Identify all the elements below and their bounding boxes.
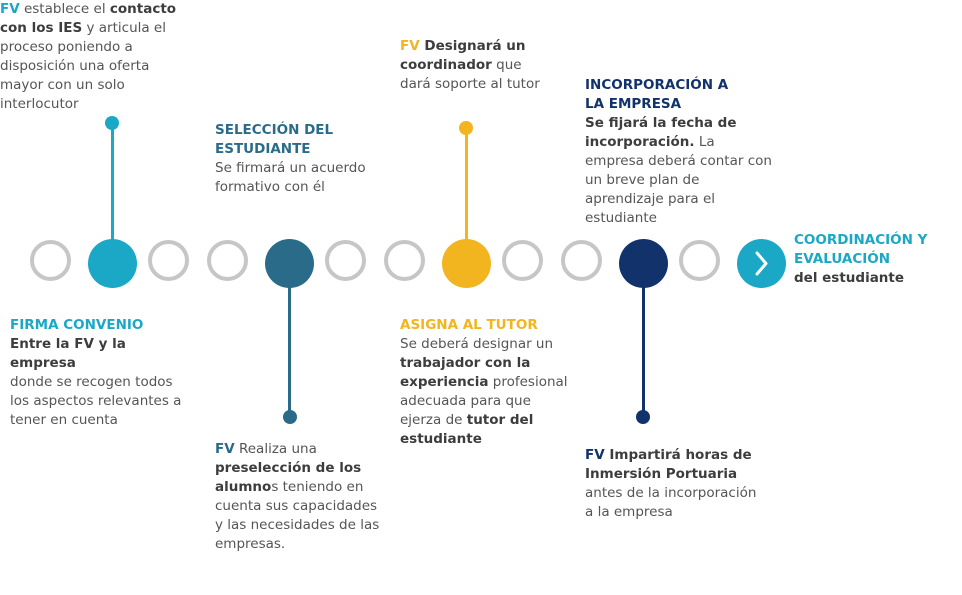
timeline-node-incorporacion	[619, 239, 668, 288]
stem-dot-inmersion	[636, 410, 650, 424]
timeline-ring-5	[384, 240, 425, 281]
stem-dot-preseleccion	[283, 410, 297, 424]
step-title: COORDINACIÓN Y EVALUACIÓN	[794, 232, 928, 267]
chevron-right-icon	[755, 251, 768, 276]
step-title: SELECCIÓN DEL ESTUDIANTE	[215, 122, 334, 157]
stem-coordinador	[465, 130, 468, 244]
step-title: ASIGNA AL TUTOR	[400, 317, 538, 333]
timeline-node-asigna	[442, 239, 491, 288]
stem-preseleccion	[288, 282, 291, 416]
step-incorporacion-empresa: INCORPORACIÓN A LA EMPRESA Se fijará la …	[585, 77, 772, 226]
step-coordinador: FV Designará un coordinador que dará sop…	[400, 38, 540, 92]
timeline-ring-4	[325, 240, 366, 281]
timeline-ring-2	[148, 240, 189, 281]
step-firma-convenio: FIRMA CONVENIO Entre la FV y la empresa …	[10, 316, 192, 430]
stem-dot-coordinador	[459, 121, 473, 135]
step-inmersion-portuaria: FV Impartirá horas de Inmersión Portuari…	[585, 447, 757, 520]
timeline-node-coordinacion	[737, 239, 786, 288]
step-coordinacion-evaluacion: COORDINACIÓN Y EVALUACIÓN del estudiante	[794, 231, 954, 288]
timeline-node-firma	[88, 239, 137, 288]
step-title: INCORPORACIÓN A LA EMPRESA	[585, 77, 729, 112]
timeline-ring-7	[561, 240, 602, 281]
timeline-node-seleccion	[265, 239, 314, 288]
timeline-ring-3	[207, 240, 248, 281]
step-ies-contacto: FV establece el contacto con los IES y a…	[0, 1, 177, 112]
timeline-ring-1	[30, 240, 71, 281]
step-asigna-tutor: ASIGNA AL TUTOR Se deberá designar un tr…	[400, 316, 570, 449]
timeline-ring-8	[679, 240, 720, 281]
stem-dot-ies	[105, 116, 119, 130]
step-title: FIRMA CONVENIO	[10, 317, 144, 333]
step-seleccion-estudiante: SELECCIÓN DEL ESTUDIANTE Se firmará un a…	[215, 121, 373, 197]
timeline-ring-6	[502, 240, 543, 281]
step-preseleccion: FV Realiza una preselección de los alumn…	[215, 441, 380, 552]
stem-ies	[111, 124, 114, 244]
stem-inmersion	[642, 282, 645, 416]
